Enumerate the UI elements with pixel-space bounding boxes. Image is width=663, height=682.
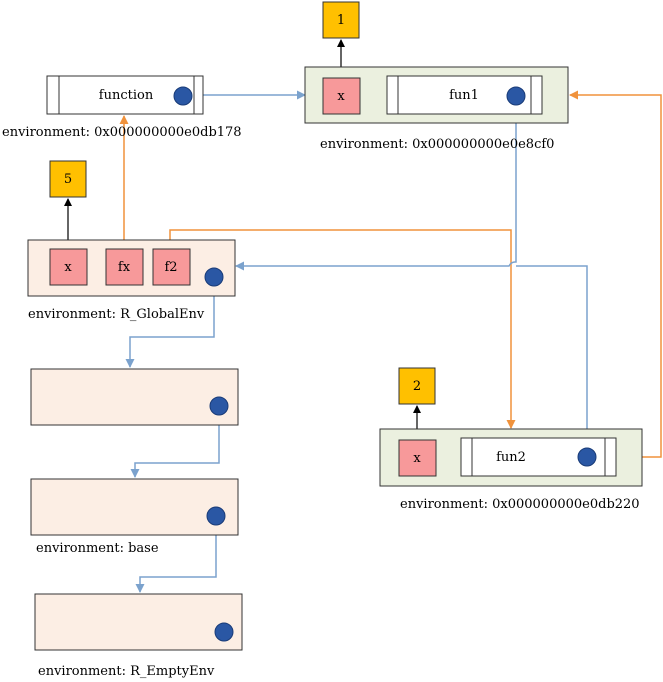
global-env-dot <box>204 267 224 287</box>
unnamed-env-dot <box>209 396 229 416</box>
fun1-label: fun1 <box>449 88 479 103</box>
function-object: function <box>46 75 204 115</box>
base-environment <box>30 478 239 536</box>
arrow-next-to-base-env <box>130 406 220 478</box>
base-env-dot <box>206 506 226 526</box>
fun2-value-box <box>398 367 436 405</box>
arrow-global-to-next-env <box>125 277 215 368</box>
unnamed-environment <box>30 368 239 426</box>
global-var-fx <box>105 248 144 286</box>
function-label: function <box>99 88 154 103</box>
empty-environment <box>34 593 243 651</box>
arrow-fun1-to-global-env <box>235 97 517 271</box>
fun2-var-x-label: x <box>413 451 421 466</box>
arrow-base-to-empty-env <box>135 516 217 593</box>
arrow-fun2-env-to-fun1-env <box>541 90 662 458</box>
fun1-var-x <box>322 77 361 115</box>
fun2-label: fun2 <box>496 450 526 465</box>
fun2-env-dot <box>577 447 597 467</box>
fun1-var-x-label: x <box>337 89 345 104</box>
empty-env-dot <box>214 622 234 642</box>
fun1-environment: x fun1 <box>304 66 569 124</box>
arrow-fun2-to-global-env <box>516 265 588 457</box>
function-env-dot <box>173 86 193 106</box>
unnamed-env-box <box>30 368 239 426</box>
base-env-box <box>30 478 239 536</box>
fun2-value-label: 2 <box>413 379 421 394</box>
global-environment: x fx f2 <box>27 239 236 297</box>
fun2-var-x <box>398 439 437 477</box>
global-var-x-label: x <box>64 260 72 275</box>
base-env-label: environment: base <box>36 541 159 556</box>
fun1-env-dot <box>506 86 526 106</box>
fun1-env-label: environment: 0x000000000e0e8cf0 <box>320 137 554 152</box>
global-var-fx-label: fx <box>118 260 131 275</box>
fun1-value-label: 1 <box>337 13 345 28</box>
empty-env-box <box>34 593 243 651</box>
global-value-box <box>49 160 87 198</box>
fun2-env-label: environment: 0x000000000e0db220 <box>400 497 640 512</box>
fun2-environment: x fun2 <box>379 428 643 487</box>
empty-env-label: environment: R_EmptyEnv <box>38 664 215 679</box>
global-value-label: 5 <box>64 172 72 187</box>
global-var-x <box>49 248 88 286</box>
fun1-value-box <box>322 1 360 39</box>
global-var-f2-label: f2 <box>164 260 177 275</box>
function-env-label: environment: 0x000000000e0db178 <box>2 125 242 140</box>
global-var-f2 <box>152 248 191 286</box>
global-env-label: environment: R_GlobalEnv <box>28 307 205 322</box>
